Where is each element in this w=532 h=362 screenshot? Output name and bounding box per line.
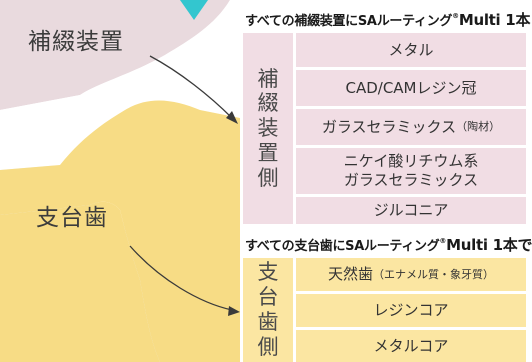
side-char: 側: [257, 165, 279, 190]
registered-mark: ®: [452, 12, 459, 20]
prosthesis-arrow: [149, 55, 233, 119]
side-char: 綴: [257, 91, 279, 116]
prosthesis-arrowhead-icon: [226, 111, 238, 124]
abutment-arrow: [129, 245, 233, 311]
side-char: 補: [257, 66, 279, 91]
prosthesis-heading-brand: Multi 1本: [458, 11, 531, 29]
substrate-metal-core: メタルコア: [296, 330, 526, 362]
material-label: ガラスセラミックス: [321, 117, 457, 136]
side-char: 側: [257, 334, 279, 359]
material-label: CAD/CAMレジン冠: [345, 78, 477, 97]
abutment-tooth-shape: [0, 100, 240, 362]
material-lithium-disilicate: ニケイ酸リチウム系 ガラスセラミックス: [296, 148, 526, 194]
side-char: 置: [257, 140, 279, 165]
prosthesis-heading: すべての補綴装置にSAルーティング®Multi 1本: [245, 11, 531, 29]
crown-shape: [0, 0, 230, 110]
side-char: 支: [257, 260, 279, 285]
side-char: 装: [257, 116, 279, 141]
material-label: メタル: [388, 40, 434, 59]
registered-mark: ®: [439, 237, 447, 245]
material-zirconia: ジルコニア: [296, 197, 526, 224]
abutment-heading-text: すべての支台歯にSAルーティング: [245, 239, 440, 254]
abutment-tooth-lower: [0, 201, 160, 362]
material-glass-ceramics: ガラスセラミックス（陶材）: [296, 109, 526, 145]
material-metal: メタル: [296, 33, 526, 67]
prosthesis-heading-text: すべての補綴装置にSAルーティング: [245, 14, 453, 29]
side-char: 歯: [257, 310, 279, 334]
abutment-side-label: 支 台 歯 側: [243, 258, 293, 362]
side-char: 台: [257, 285, 279, 310]
substrate-natural-tooth: 天然歯（エナメル質・象牙質）: [296, 258, 526, 291]
material-cad-cam-resin: CAD/CAMレジン冠: [296, 70, 526, 106]
abutment-heading: すべての支台歯にSAルーティング®Multi 1本で: [245, 236, 532, 254]
substrate-resin-core: レジンコア: [296, 294, 526, 327]
substrate-label: メタルコア: [373, 336, 449, 355]
abutment-callout: 支台歯: [36, 205, 108, 231]
abutment-arrowhead-icon: [228, 306, 240, 316]
material-label: ニケイ酸リチウム系: [343, 152, 479, 171]
substrate-label: レジンコア: [373, 301, 449, 320]
material-note: （陶材）: [456, 120, 501, 134]
cement-layer: [0, 0, 240, 170]
material-label: ジルコニア: [373, 201, 449, 220]
teal-accent-icon: [180, 0, 208, 20]
abutment-heading-brand: Multi 1本で: [446, 236, 532, 254]
prosthesis-callout: 補綴装置: [28, 29, 124, 55]
prosthesis-side-label: 補 綴 装 置 側: [243, 33, 293, 224]
material-label-line2: ガラスセラミックス: [343, 171, 479, 189]
substrate-label: 天然歯: [327, 265, 373, 284]
substrate-note: （エナメル質・象牙質）: [373, 267, 494, 281]
